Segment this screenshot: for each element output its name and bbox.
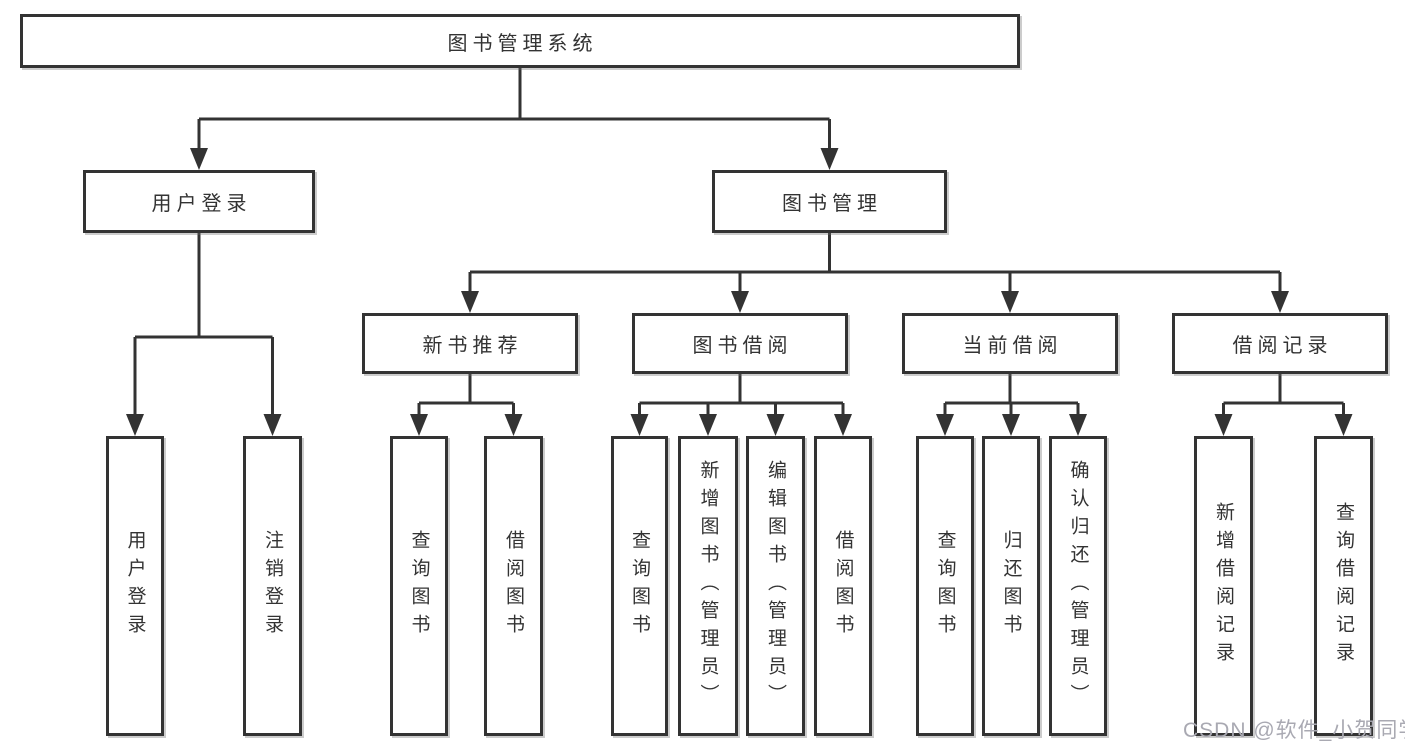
node-label: 借阅图书 [503, 530, 524, 642]
watermark: CSDN @软件_小贺同学 [1183, 719, 1405, 742]
node-current: 当前借阅 [902, 313, 1118, 374]
node-cur-return: 归还图书 [982, 436, 1040, 736]
node-bor-add: 新增图书（管理员） [678, 436, 738, 736]
node-cur-query: 查询图书 [916, 436, 974, 736]
node-his-add: 新增借阅记录 [1194, 436, 1253, 736]
node-borrow: 图书借阅 [632, 313, 848, 374]
node-label: 新增图书（管理员） [697, 460, 719, 712]
node-rec-query: 查询图书 [390, 436, 448, 736]
node-label: 查询借阅记录 [1333, 502, 1354, 670]
node-cur-confirm: 确认归还（管理员） [1049, 436, 1107, 736]
node-bor-query: 查询图书 [611, 436, 668, 736]
node-login-leaf: 用户登录 [106, 436, 164, 736]
node-label: 图书管理系统 [447, 32, 598, 55]
node-label: 查询图书 [629, 530, 650, 642]
node-records: 借阅记录 [1172, 313, 1388, 374]
node-his-query: 查询借阅记录 [1314, 436, 1373, 736]
node-label: 借阅记录 [1232, 335, 1333, 357]
node-bor-borrow: 借阅图书 [814, 436, 872, 736]
node-label: 查询图书 [934, 530, 956, 642]
node-label: 当前借阅 [962, 335, 1063, 357]
node-label: 注销登录 [262, 530, 283, 642]
node-label: 查询图书 [408, 530, 430, 642]
node-label: 用户登录 [151, 193, 252, 215]
node-label: 确认归还（管理员） [1067, 460, 1089, 712]
node-recommend: 新书推荐 [362, 313, 578, 374]
node-rec-borrow: 借阅图书 [484, 436, 543, 736]
node-label: 图书管理 [782, 193, 882, 215]
node-mgmt: 图书管理 [712, 170, 947, 233]
node-root: 图书管理系统 [20, 14, 1020, 68]
node-label: 用户登录 [124, 530, 146, 642]
node-login: 用户登录 [83, 170, 315, 233]
node-label: 新增借阅记录 [1213, 502, 1234, 670]
node-label: 新书推荐 [422, 335, 523, 357]
node-label: 借阅图书 [832, 530, 854, 642]
node-bor-edit: 编辑图书（管理员） [746, 436, 805, 736]
node-label: 归还图书 [1000, 530, 1022, 642]
node-label: 图书借阅 [692, 335, 793, 357]
node-label: 编辑图书（管理员） [765, 460, 786, 712]
node-logout-leaf: 注销登录 [243, 436, 302, 736]
